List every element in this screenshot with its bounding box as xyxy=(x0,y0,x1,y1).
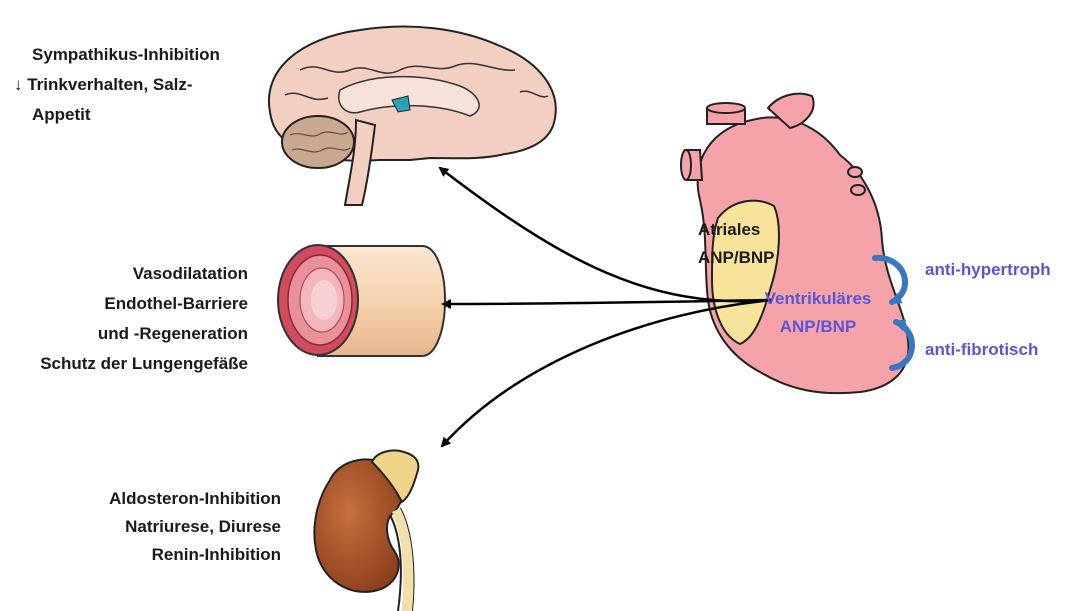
ventricular-label-line2: ANP/BNP xyxy=(752,315,884,339)
trinkverhalten-text: Trinkverhalten, Salz- xyxy=(27,75,192,94)
kidney-effect-aldosteron: Aldosteron-Inhibition xyxy=(109,487,281,511)
heart-illustration xyxy=(681,94,908,394)
vessel-effect-vasodilatation: Vasodilatation xyxy=(133,262,248,286)
kidney-effect-natriurese: Natriurese, Diurese xyxy=(125,515,281,539)
effect-anti-fibrotisch: anti-fibrotisch xyxy=(925,338,1038,362)
blood-vessel-illustration xyxy=(278,245,445,356)
kidney-effect-renin: Renin-Inhibition xyxy=(152,543,281,567)
kidney-illustration xyxy=(314,450,418,611)
ventricular-label-line1: Ventrikuläres xyxy=(752,287,884,311)
vessel-effect-regeneration: und -Regeneration xyxy=(98,322,248,346)
brain-effect-appetit: Appetit xyxy=(32,103,91,127)
brain-effect-trinkverhalten: ↓ Trinkverhalten, Salz- xyxy=(14,73,193,97)
vessel-effect-endothel-barriere: Endothel-Barriere xyxy=(104,292,248,316)
effect-anti-hypertroph: anti-hypertroph xyxy=(925,258,1051,282)
vessel-effect-lungengefaesse: Schutz der Lungengefäße xyxy=(40,352,248,376)
brain-effect-sympathikus: Sympathikus-Inhibition xyxy=(32,43,220,67)
down-arrow-icon: ↓ xyxy=(14,75,23,94)
brain-illustration xyxy=(269,27,556,205)
atrial-label-line2: ANP/BNP xyxy=(698,246,775,270)
atrial-label-line1: Atriales xyxy=(698,218,760,242)
